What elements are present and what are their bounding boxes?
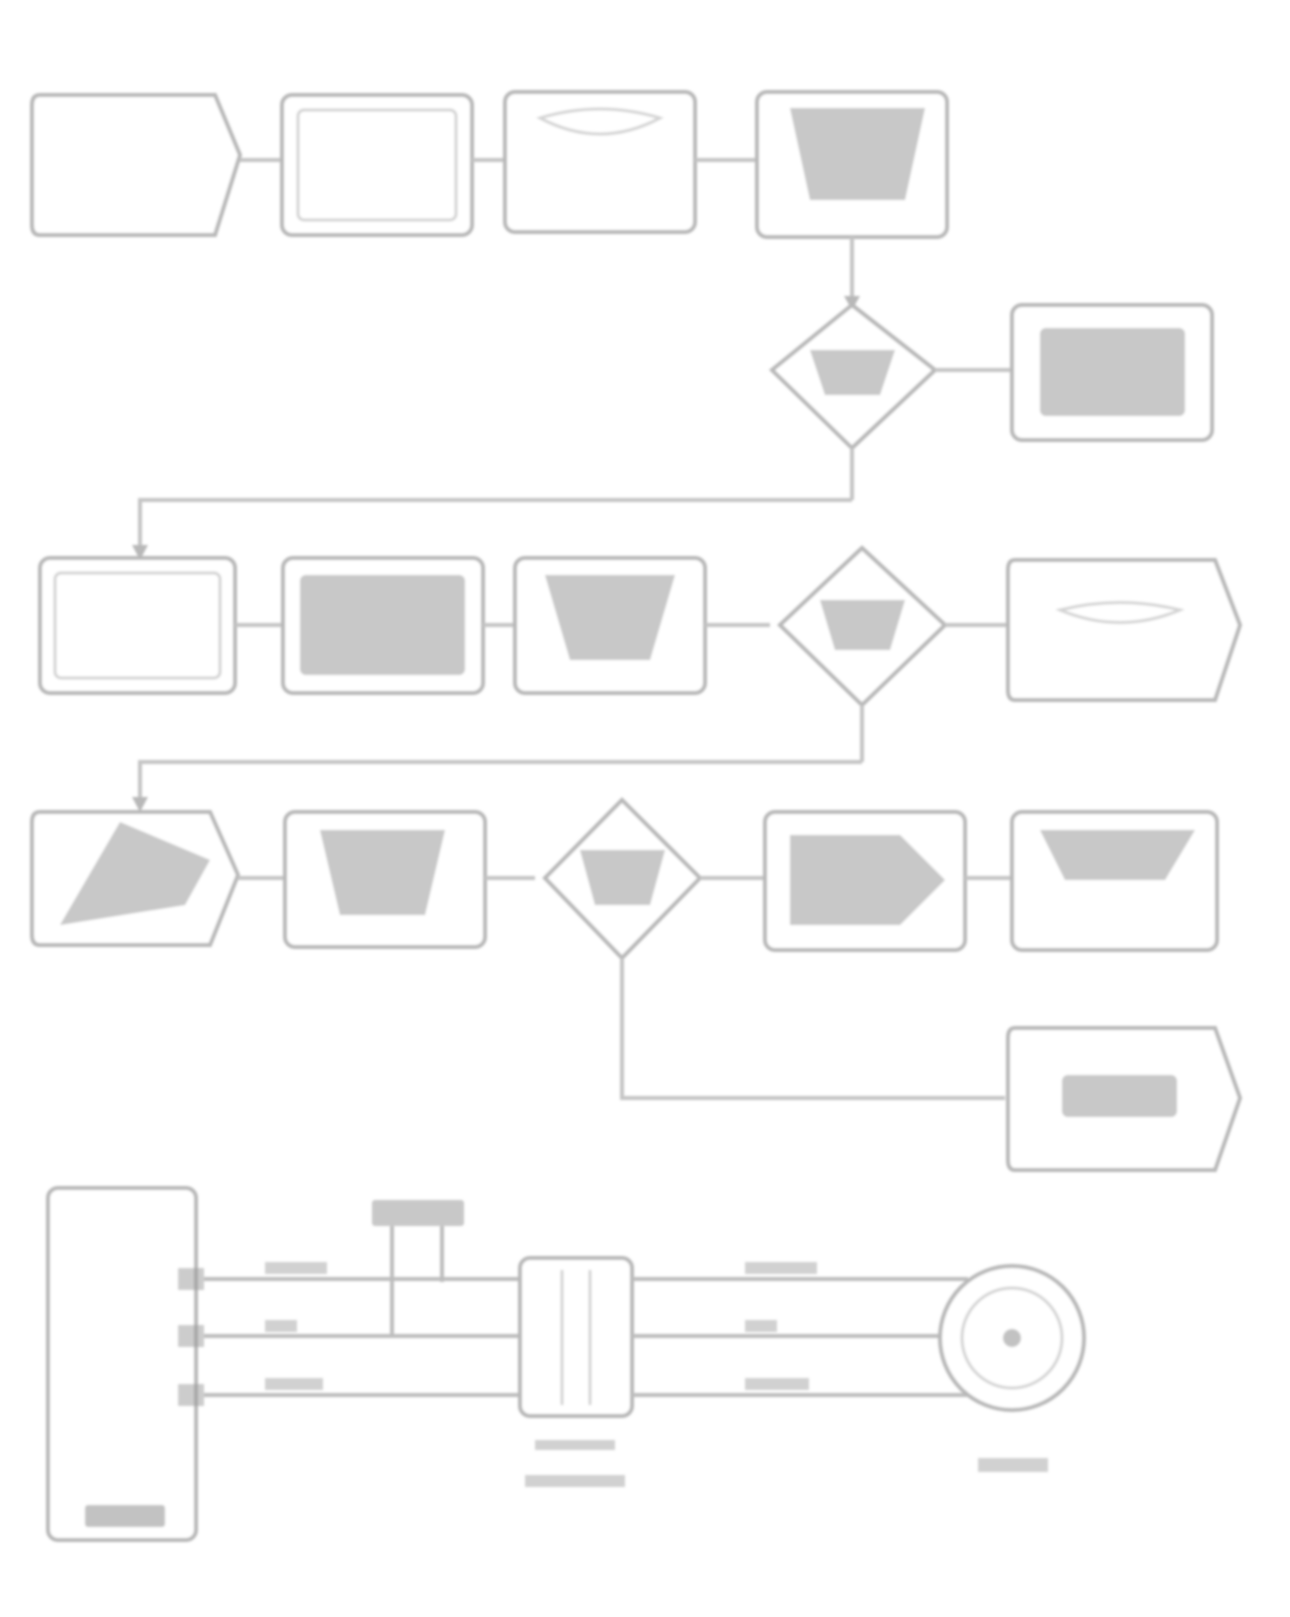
flow-box-1 — [280, 93, 474, 237]
flow-box-5 — [281, 556, 485, 695]
result-box-3a — [763, 810, 967, 952]
result-terminal-2 — [1006, 558, 1243, 702]
module-pins — [178, 1268, 204, 1406]
connector-13 — [138, 760, 862, 800]
wire-harness-left — [204, 1262, 520, 1397]
wire-harness-right — [632, 1262, 968, 1397]
flow-terminal-3 — [30, 810, 241, 947]
flow-box-6 — [513, 556, 707, 695]
splice-label — [372, 1200, 464, 1338]
arrow-down-3 — [132, 797, 148, 812]
flow-box-3 — [755, 90, 949, 239]
flow-box-2 — [503, 90, 697, 234]
decision-1 — [768, 302, 939, 451]
flow-start-terminal — [30, 93, 243, 237]
flow-box-8 — [283, 810, 487, 949]
decision-2 — [777, 545, 948, 708]
inline-connector — [518, 1256, 634, 1487]
connector-7 — [138, 498, 852, 548]
connector-18 — [620, 958, 1005, 1100]
result-box-1 — [1010, 303, 1214, 442]
arrow-down-2 — [132, 545, 148, 560]
sensor — [938, 1264, 1086, 1472]
decision-3 — [542, 797, 703, 961]
result-box-3b — [1010, 810, 1219, 952]
end-terminal — [1006, 1026, 1243, 1172]
control-module — [46, 1186, 198, 1542]
flow-box-4 — [38, 556, 237, 695]
